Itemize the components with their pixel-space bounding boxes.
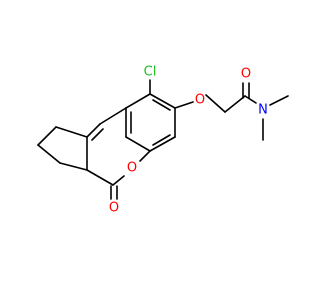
bond bbox=[149, 93, 176, 109]
bond bbox=[125, 93, 151, 109]
bond-lines bbox=[37, 79, 289, 200]
bond bbox=[139, 150, 151, 162]
bond bbox=[224, 95, 246, 113]
bond bbox=[99, 107, 127, 125]
bond bbox=[55, 126, 88, 138]
bond bbox=[125, 136, 151, 152]
bond bbox=[244, 95, 257, 104]
bond bbox=[152, 134, 171, 146]
bond bbox=[152, 99, 171, 111]
amide-nitrogen-atom-label: N bbox=[258, 103, 268, 118]
ring-oxygen-atom-label: O bbox=[127, 161, 137, 176]
atom-labels: Cl O O N O O bbox=[109, 65, 268, 216]
bond bbox=[149, 136, 176, 152]
bond bbox=[112, 175, 125, 186]
chlorine-atom-label: Cl bbox=[144, 65, 157, 80]
ether-oxygen-atom-label: O bbox=[195, 93, 205, 108]
amide-oxygen-atom-label: O bbox=[241, 67, 251, 82]
bond bbox=[37, 126, 57, 146]
molecule-structure-diagram: Cl O O N O O bbox=[37, 65, 289, 216]
lactone-carbonyl-oxygen-atom-label: O bbox=[109, 201, 119, 216]
bond bbox=[269, 95, 289, 106]
bond bbox=[86, 123, 101, 138]
bond bbox=[37, 144, 61, 164]
bond bbox=[86, 169, 114, 186]
bond bbox=[91, 128, 104, 141]
bond bbox=[205, 94, 226, 113]
bond bbox=[174, 101, 194, 109]
bond bbox=[59, 162, 88, 171]
